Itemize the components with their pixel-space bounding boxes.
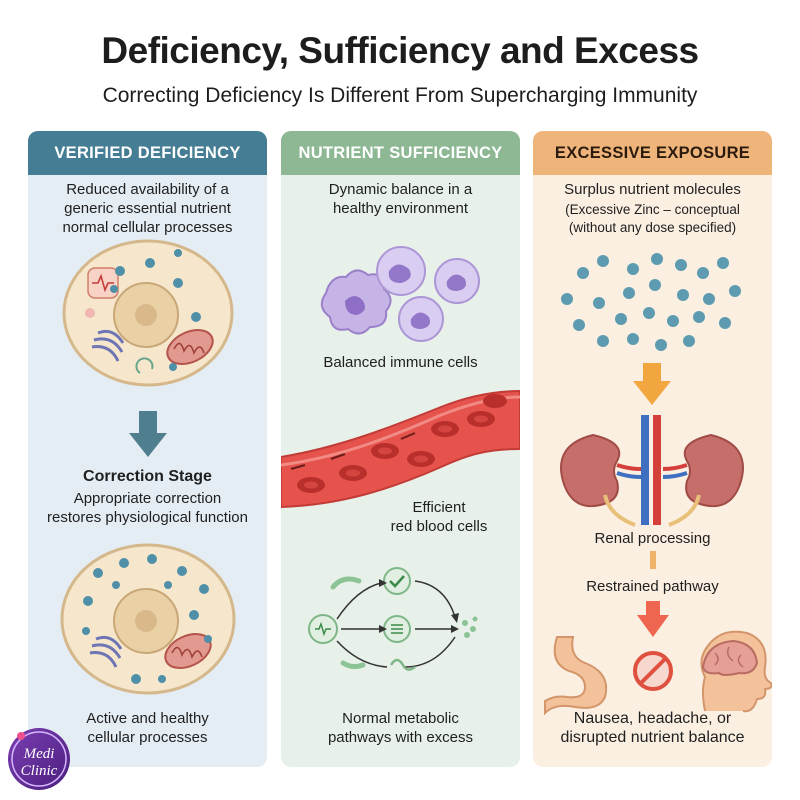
immune-cells-label: Balanced immune cells [323, 354, 478, 371]
healthy-cell-icon [60, 543, 236, 695]
down-arrow-icon [633, 363, 671, 405]
prohibition-icon [633, 651, 673, 691]
correction-stage-title: Correction Stage [83, 468, 212, 485]
kidney-icon [560, 415, 744, 527]
page-subtitle: Correcting Deficiency Is Different From … [102, 84, 698, 107]
restrained-pathway-label: Restrained pathway [586, 578, 719, 595]
sufficiency-footer: Normal metabolic pathways with excess [327, 710, 474, 746]
down-arrow-icon [637, 601, 669, 637]
excess-note: (Excessive Zinc – conceptual (without an… [565, 202, 740, 235]
svg-text:Clinic: Clinic [21, 763, 58, 779]
head-brain-icon [700, 630, 772, 713]
sufficiency-intro: Dynamic balance in a healthy environment [328, 181, 473, 217]
excess-intro: Surplus nutrient molecules [564, 181, 741, 198]
panel-excess-title: EXCESSIVE EXPOSURE [533, 131, 772, 175]
immune-cell-icon [320, 246, 480, 342]
rbc-label: Efficient red blood cells [390, 499, 488, 535]
connector-line [650, 551, 656, 569]
deficient-cell-icon [62, 239, 234, 387]
down-arrow-icon [129, 411, 167, 457]
renal-processing-label: Renal processing [594, 530, 711, 547]
red-blood-cell-icon [281, 389, 520, 509]
deficiency-intro: Reduced availability of a generic essent… [62, 181, 233, 236]
panel-deficiency: VERIFIED DEFICIENCY Reduced availability… [28, 131, 267, 767]
stomach-icon [544, 636, 607, 716]
deficiency-footer: Active and healthy cellular processes [86, 710, 209, 746]
medi-clinic-logo: Medi Clinic [8, 728, 70, 790]
metabolic-pathway-icon [308, 567, 478, 671]
panel-sufficiency-title: NUTRIENT SUFFICIENCY [281, 131, 520, 175]
panel-deficiency-title: VERIFIED DEFICIENCY [28, 131, 267, 175]
surplus-molecules-icon [561, 253, 741, 351]
correction-stage-text: Appropriate correction restores physiolo… [47, 490, 248, 526]
panel-excess: EXCESSIVE EXPOSURE Surplus nutrient mole… [533, 131, 772, 767]
svg-text:Medi: Medi [23, 746, 55, 762]
panel-sufficiency: NUTRIENT SUFFICIENCY Dynamic balance in … [281, 131, 520, 767]
excess-footer: Nausea, headache, or disrupted nutrient … [560, 710, 745, 746]
page-title: Deficiency, Sufficiency and Excess [101, 30, 699, 71]
